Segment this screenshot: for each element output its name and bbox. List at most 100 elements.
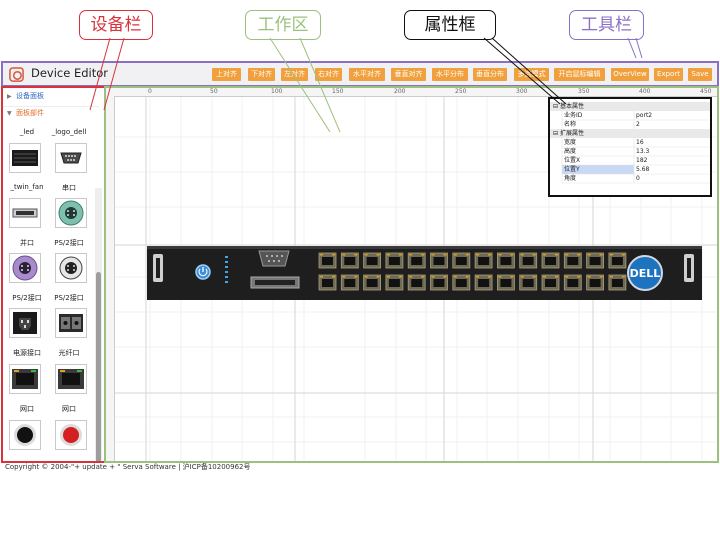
sidebar-scrollbar-thumb[interactable]	[96, 272, 101, 461]
server-device[interactable]: DELL	[147, 246, 702, 302]
property-group-extended[interactable]: ⊟扩展属性	[550, 129, 710, 138]
component-red-button[interactable]	[55, 420, 87, 450]
ethernet-port[interactable]	[519, 252, 538, 269]
ethernet-port[interactable]	[340, 274, 359, 291]
ruler-top: 0 50 100 150 200 250 300 350 400 450	[106, 88, 717, 97]
workarea-canvas[interactable]: 0 50 100 150 200 250 300 350 400 450	[104, 86, 719, 463]
app-logo-icon	[9, 67, 24, 82]
ethernet-port[interactable]	[385, 252, 404, 269]
ethernet-port[interactable]	[563, 274, 582, 291]
align-right-button[interactable]: 右对齐	[315, 68, 342, 81]
ethernet-port[interactable]	[430, 274, 448, 291]
overview-button[interactable]: OverView	[611, 68, 649, 81]
align-top-button[interactable]: 上对齐	[212, 68, 241, 81]
ethernet-port[interactable]	[474, 274, 493, 291]
align-left-button[interactable]: 左对齐	[281, 68, 308, 81]
component-label: PS/2接口	[54, 239, 84, 247]
component-serial-port[interactable]	[55, 198, 87, 228]
ethernet-port[interactable]	[496, 274, 515, 291]
component-ethernet-port[interactable]	[9, 364, 41, 394]
ruler-tick-label: 450	[700, 88, 712, 95]
horizontal-distribute-button[interactable]: 水平分布	[432, 68, 468, 81]
vertical-distribute-button[interactable]: 垂直分布	[473, 68, 507, 81]
component-ethernet-port[interactable]	[55, 364, 87, 394]
ethernet-port-grid	[318, 252, 627, 291]
multi-select-button[interactable]: 多选模式	[514, 68, 549, 81]
ethernet-port[interactable]	[452, 252, 471, 269]
ethernet-port[interactable]	[363, 252, 382, 269]
ethernet-port[interactable]	[363, 274, 382, 291]
ruler-tick-label: 350	[578, 88, 590, 95]
ethernet-port[interactable]	[407, 252, 426, 269]
chevron-right-icon: ▶	[7, 93, 12, 100]
sidebar-section-device-panel[interactable]: ▶设备面板	[3, 90, 99, 103]
ethernet-port[interactable]	[586, 274, 605, 291]
ethernet-port[interactable]	[496, 252, 515, 269]
vertical-align-button[interactable]: 垂直对齐	[391, 68, 426, 81]
property-group-basic[interactable]: ⊟基本属性	[550, 102, 710, 111]
component-twin-fan[interactable]	[9, 198, 41, 228]
ps2-purple-icon	[12, 255, 38, 281]
component-power-socket[interactable]	[9, 308, 41, 338]
ethernet-port[interactable]	[430, 252, 448, 269]
sidebar-section-panel-parts[interactable]: ▼面板部件	[3, 106, 99, 120]
component-ps2-green[interactable]	[55, 253, 87, 283]
component-label: 并口	[20, 239, 34, 247]
ethernet-port[interactable]	[563, 252, 582, 269]
property-value: 2	[636, 121, 640, 128]
property-key: 高度	[564, 148, 577, 155]
component-label: PS/2接口	[12, 294, 42, 302]
ps2-gray-icon	[59, 256, 83, 280]
save-button[interactable]: Save	[688, 68, 712, 81]
property-value: 182	[636, 157, 648, 164]
ethernet-port[interactable]	[608, 274, 627, 291]
component-parallel-port[interactable]	[9, 253, 41, 283]
align-bottom-button[interactable]: 下对齐	[248, 68, 275, 81]
callout-property-panel: 属性框	[404, 10, 496, 40]
ethernet-port[interactable]	[586, 252, 605, 269]
parallel-port-icon	[12, 208, 38, 218]
component-fiber-port[interactable]	[55, 308, 87, 338]
ethernet-port[interactable]	[608, 252, 627, 269]
app-title: Device Editor	[31, 66, 109, 80]
sidebar-scrollbar[interactable]	[95, 188, 102, 461]
fiber-port-icon	[59, 314, 83, 332]
property-value: port2	[636, 112, 653, 119]
ethernet-port[interactable]	[318, 274, 337, 291]
ethernet-port[interactable]	[318, 252, 337, 269]
ethernet-port[interactable]	[519, 274, 538, 291]
ethernet-port[interactable]	[541, 252, 560, 269]
ethernet-port[interactable]	[541, 274, 560, 291]
component-label: PS/2接口	[54, 294, 84, 302]
status-led-strip	[225, 256, 228, 283]
ethernet-port[interactable]	[452, 274, 471, 291]
component-logo-dell[interactable]	[55, 143, 87, 173]
component-led[interactable]	[9, 143, 41, 173]
horizontal-align-button[interactable]: 水平对齐	[349, 68, 385, 81]
ethernet-port[interactable]	[407, 274, 426, 291]
ruler-tick-label: 100	[271, 88, 283, 95]
serial-port-icon	[60, 152, 82, 164]
ruler-tick-label: 150	[332, 88, 344, 95]
export-button[interactable]: Export	[654, 68, 683, 81]
property-value: 16	[636, 139, 644, 146]
mouse-edit-button[interactable]: 开启鼠标编辑	[554, 68, 605, 81]
ethernet-port[interactable]	[474, 252, 493, 269]
ethernet-port[interactable]	[340, 252, 359, 269]
property-group-title: 扩展属性	[560, 130, 585, 137]
collapse-icon: ⊟	[553, 103, 559, 110]
component-label: _logo_dell	[51, 128, 87, 136]
ethernet-port[interactable]	[385, 274, 404, 291]
component-black-button[interactable]	[9, 420, 41, 450]
ruler-tick-label: 200	[394, 88, 406, 95]
ruler-left	[106, 96, 115, 461]
collapse-icon: ⊟	[553, 130, 559, 137]
